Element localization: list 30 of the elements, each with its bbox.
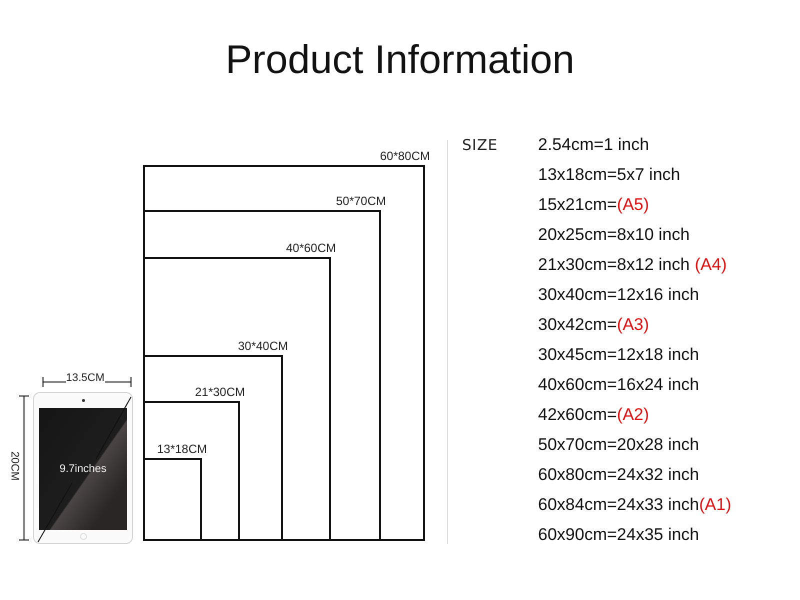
size-conversion: 30x45cm=12x18 inch (538, 345, 700, 365)
size-conversion: 40x60cm=16x24 inch (538, 375, 700, 395)
dimension-label: 20CM (8, 451, 21, 481)
size-label: 60*80CM (380, 148, 430, 165)
size-conversion: 21x30cm=8x12 inch (538, 255, 690, 275)
size-conversion: 20x25cm=8x10 inch (538, 225, 690, 245)
size-label: 50*70CM (336, 193, 386, 210)
size-conversion: 60x80cm=24x32 inch (538, 465, 700, 485)
size-label: 40*60CM (286, 240, 336, 257)
size-conversion: 2.54cm=1 inch (538, 135, 650, 155)
size-label: 30*40CM (238, 338, 288, 355)
table-heading: SIZE (462, 136, 498, 154)
size-label: 21*30CM (194, 384, 245, 401)
size-conversion: 30x40cm=12x16 inch (538, 285, 700, 305)
size-conversion: 15x21cm= (538, 195, 617, 215)
title: Product Information (224, 38, 576, 83)
size-conversion: 50x70cm=20x28 inch (538, 435, 700, 455)
size-conversion: 30x42cm= (538, 315, 617, 335)
size-conversion: 60x90cm=24x35 inch (538, 525, 700, 545)
screen-size-label: 9.7inches (59, 463, 107, 475)
size-label: 13*18CM (156, 441, 207, 458)
size-conversion: 60x84cm=24x33 inch (538, 495, 700, 515)
paper-size-note: (A3) (616, 315, 650, 335)
paper-size-note: (A4) (694, 255, 727, 275)
paper-size-note: (A2) (616, 405, 650, 425)
dimension-label: 13.5CM (66, 372, 105, 384)
size-conversion: 13x18cm=5x7 inch (538, 165, 680, 185)
paper-size-note: (A1) (699, 495, 732, 515)
size-conversion: 42x60cm= (538, 405, 617, 425)
paper-size-note: (A5) (616, 195, 650, 215)
